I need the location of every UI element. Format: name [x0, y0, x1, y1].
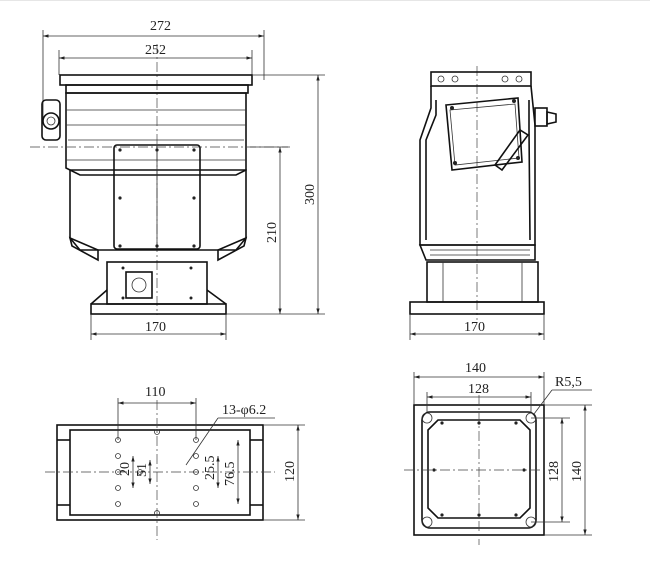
dim-120-label: 120 — [283, 461, 298, 482]
tilt-knob — [42, 112, 60, 130]
dim-128-right-label: 128 — [547, 461, 562, 482]
dim-170-side-label: 170 — [464, 320, 485, 335]
bottom-plate — [56, 424, 264, 521]
pan-body — [69, 169, 247, 251]
side-camera-box — [445, 97, 523, 171]
front-view: 272 252 — [30, 19, 325, 340]
dim-128-top-label: 128 — [468, 382, 489, 397]
dim-300-label: 300 — [303, 184, 318, 205]
dim-20-label: 20 — [118, 462, 133, 476]
dim-25-5-label: 25.5 — [203, 456, 218, 481]
top-border — [0, 0, 650, 1]
connector — [125, 271, 153, 299]
dim-76-5-label: 76.5 — [223, 462, 238, 487]
dim-110-label: 110 — [145, 385, 165, 400]
side-frame — [419, 85, 536, 246]
side-base-flange — [409, 301, 545, 315]
base-flange — [90, 303, 227, 315]
top-view: 140 128 R5,5 128 140 — [404, 361, 592, 545]
dim-272-label: 272 — [150, 19, 171, 34]
dim-170-front-label: 170 — [145, 320, 166, 335]
top-plate-inner — [427, 419, 531, 519]
dim-51-label: 51 — [135, 463, 150, 477]
bottom-view: 110 13-φ6.2 20 51 25.5 76.5 120 — [45, 385, 305, 540]
hole-note-label: 13-φ6.2 — [222, 403, 266, 418]
side-view: 170 — [409, 66, 557, 340]
dim-210-label: 210 — [265, 222, 280, 243]
dim-140-top-label: 140 — [465, 361, 486, 376]
corner-hole — [421, 516, 433, 528]
mounting-holes — [115, 429, 199, 516]
dim-252-label: 252 — [145, 43, 166, 58]
side-base-neck — [426, 261, 539, 303]
radius-label: R5,5 — [555, 375, 582, 390]
dim-140-right-label: 140 — [570, 461, 585, 482]
camera-housing — [65, 92, 247, 176]
corner-hole — [421, 412, 433, 424]
